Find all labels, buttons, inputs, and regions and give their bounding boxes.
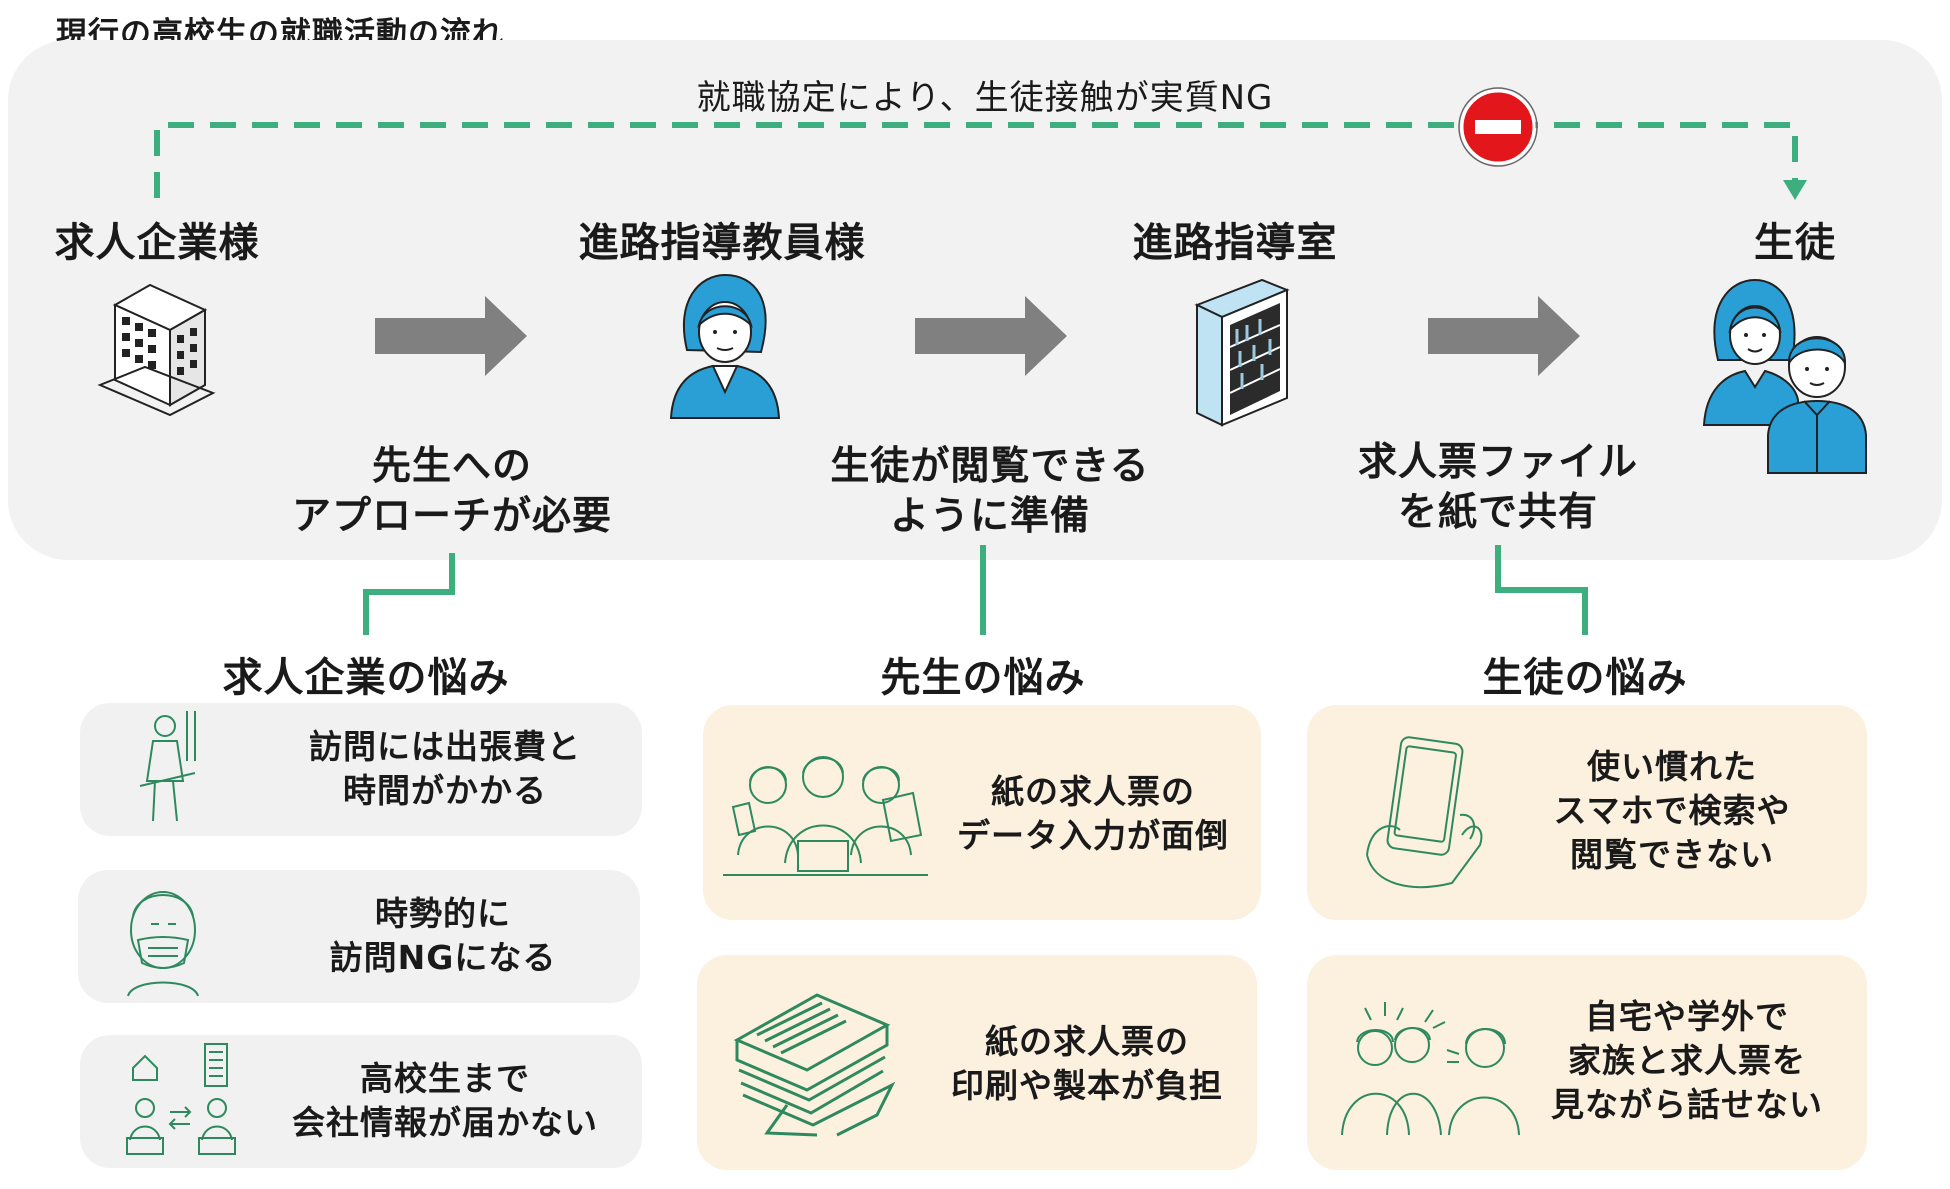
student-card-family: 自宅や学外で 家族と求人票を 見ながら話せない <box>1307 955 1867 1170</box>
remote-communication-icon <box>126 1043 236 1155</box>
category-teacher-title: 先生の悩み <box>880 655 1086 701</box>
flow-arrow-1 <box>375 296 527 376</box>
card-line: 時間がかかる <box>343 771 547 810</box>
card-text: 高校生まで 会社情報が届かない <box>255 1057 635 1145</box>
caption-line: ように準備 <box>889 494 1090 539</box>
teacher-card-printing: 紙の求人票の 印刷や製本が負担 <box>697 955 1257 1170</box>
card-line: 会社情報が届かない <box>292 1103 598 1142</box>
family-talking-icon <box>1341 1002 1520 1136</box>
company-card-no-reach: 高校生まで 会社情報が届かない <box>80 1035 642 1168</box>
card-line: 訪問には出張費と <box>309 727 581 766</box>
actor-teacher-label: 進路指導教員様 <box>578 220 866 266</box>
caption-line: アプローチが必要 <box>291 494 612 539</box>
students-icon <box>1702 278 1867 474</box>
smartphone-hand-icon <box>1366 736 1483 889</box>
card-line: 閲覧できない <box>1570 835 1774 874</box>
flow-arrow-3 <box>1428 296 1580 376</box>
masked-person-icon <box>127 891 199 997</box>
card-line: 高校生まで <box>360 1059 530 1098</box>
card-line: 紙の求人票の <box>985 1022 1189 1061</box>
caption-line: を紙で共有 <box>1397 490 1598 535</box>
card-line: 使い慣れた <box>1587 747 1757 786</box>
company-card-visit-ng: 時勢的に 訪問NGになる <box>78 870 640 1003</box>
student-card-smartphone: 使い慣れた スマホで検索や 閲覧できない <box>1307 705 1867 920</box>
caption-prepare: 生徒が閲覧できる ように準備 <box>770 442 1210 542</box>
arrowhead-down-icon <box>1783 180 1807 200</box>
card-text: 訪問には出張費と 時間がかかる <box>255 725 635 813</box>
paper-stack-icon <box>733 993 896 1137</box>
bookshelf-icon <box>1194 278 1290 427</box>
teacher-icon <box>669 273 781 419</box>
caption-line: 生徒が閲覧できる <box>830 444 1150 489</box>
card-line: 時勢的に <box>375 894 511 933</box>
category-company-title: 求人企業の悩み <box>222 655 510 701</box>
caption-line: 先生への <box>371 444 532 489</box>
actor-company-label: 求人企業様 <box>54 220 260 266</box>
flow-arrow-2 <box>915 296 1067 376</box>
card-line: 見ながら話せない <box>1551 1085 1823 1124</box>
ng-note: 就職協定により、生徒接触が実質NG <box>696 78 1274 118</box>
card-line: 家族と求人票を <box>1568 1041 1806 1080</box>
card-text: 紙の求人票の 印刷や製本が負担 <box>922 1020 1252 1108</box>
caption-paper-share: 求人票ファイル を紙で共有 <box>1278 438 1718 538</box>
card-line: 訪問NGになる <box>329 938 557 977</box>
card-line: スマホで検索や <box>1553 791 1791 830</box>
card-text: 使い慣れた スマホで検索や 閲覧できない <box>1507 745 1837 877</box>
card-text: 自宅や学外で 家族と求人票を 見ながら話せない <box>1522 995 1852 1127</box>
caption-approach: 先生への アプローチが必要 <box>232 442 672 542</box>
commuter-icon <box>139 711 196 822</box>
teacher-card-data-entry: 紙の求人票の データ入力が面倒 <box>703 705 1261 920</box>
card-line: 印刷や製本が負担 <box>951 1066 1223 1105</box>
company-card-cost: 訪問には出張費と 時間がかかる <box>80 703 642 836</box>
actor-room-label: 進路指導室 <box>1132 220 1338 266</box>
card-text: 紙の求人票の データ入力が面倒 <box>928 770 1258 858</box>
card-line: 紙の求人票の <box>991 772 1195 811</box>
category-student-title: 生徒の悩み <box>1482 655 1688 701</box>
stop-sign-icon <box>1458 87 1538 167</box>
card-line: データ入力が面倒 <box>957 816 1229 855</box>
card-line: 自宅や学外で <box>1585 997 1789 1036</box>
busy-teachers-icon <box>723 756 928 876</box>
card-text: 時勢的に 訪問NGになる <box>253 892 633 980</box>
actor-student-label: 生徒 <box>1754 220 1836 266</box>
office-building-icon <box>97 283 216 417</box>
caption-line: 求人票ファイル <box>1357 440 1638 485</box>
